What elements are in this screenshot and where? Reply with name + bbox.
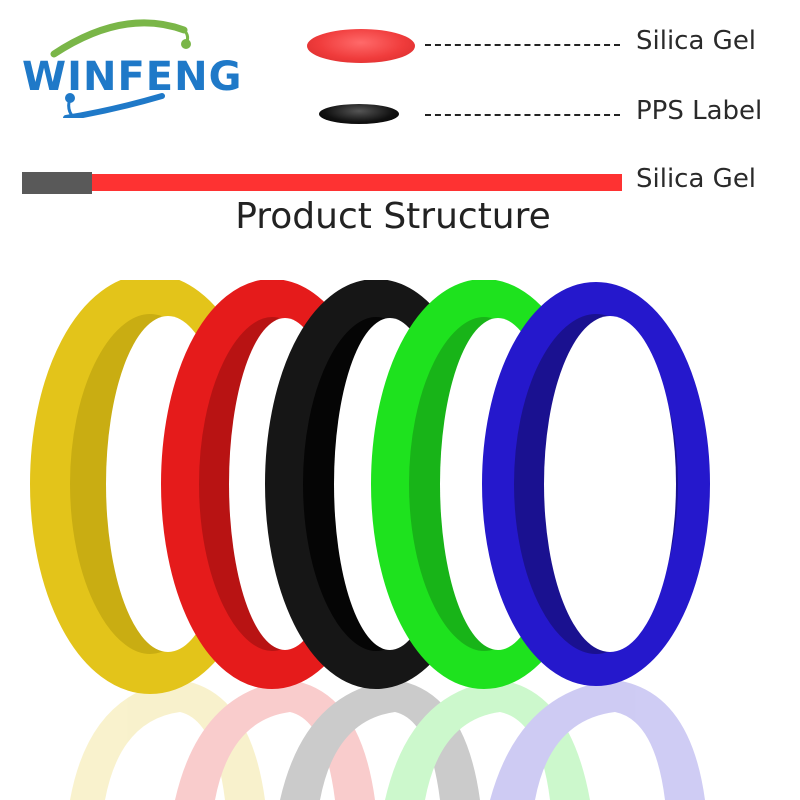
- wristband-blue: [482, 282, 710, 686]
- legend-label-silica-gel-strip: Silica Gel: [636, 164, 757, 194]
- dashed-leader-line: [425, 114, 620, 116]
- logo-text: WINFENG: [22, 54, 243, 100]
- strip-end-grey: [22, 172, 92, 194]
- dashed-leader-line: [425, 44, 620, 46]
- wristbands-illustration: [30, 280, 710, 800]
- strip-silica-gel: [92, 174, 622, 191]
- page-title: Product Structure: [235, 196, 551, 237]
- winfeng-logo: WINFENG: [14, 18, 264, 118]
- legend-label-silica-gel-disc: Silica Gel: [636, 26, 757, 56]
- logo-arcs-icon: [50, 19, 191, 118]
- red-disc-icon: [307, 29, 415, 63]
- wristband-reflections: [70, 680, 705, 800]
- legend-label-pps-label: PPS Label: [636, 96, 763, 126]
- black-disc-icon: [319, 104, 399, 124]
